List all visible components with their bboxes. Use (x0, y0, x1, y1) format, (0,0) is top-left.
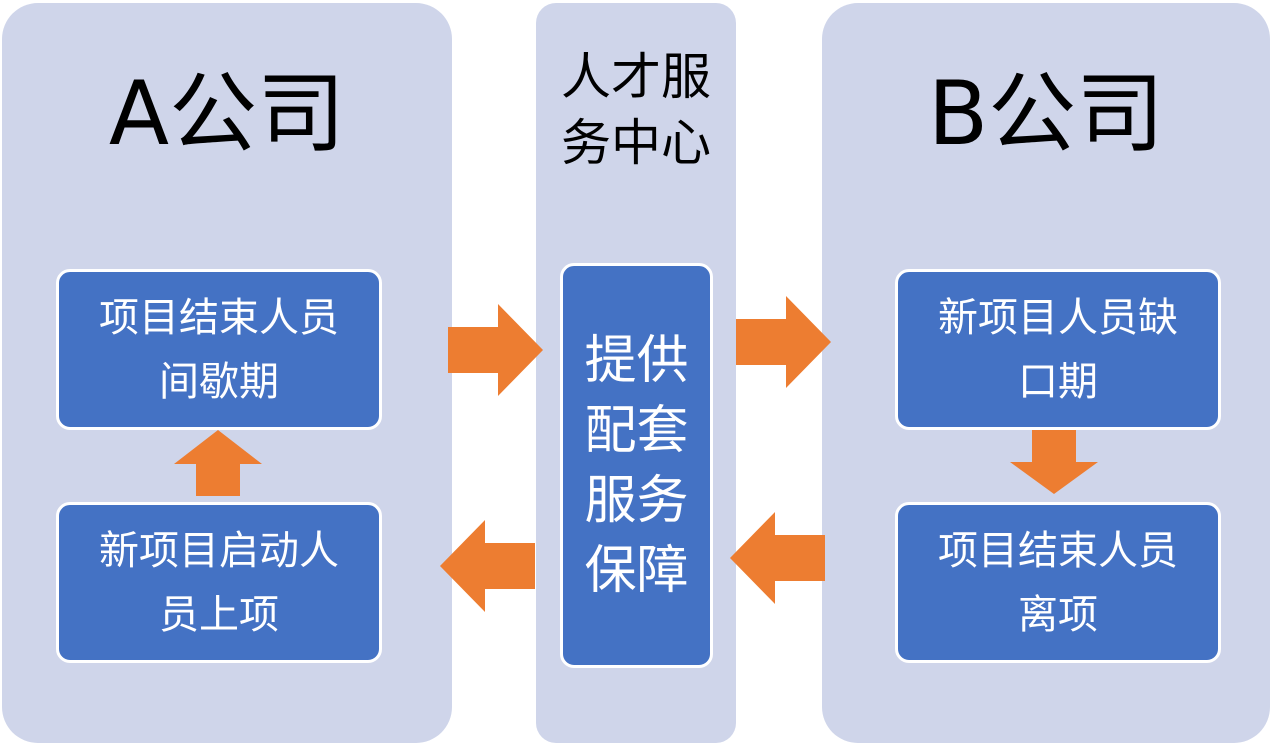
company-b-title: B公司 (927, 62, 1165, 165)
box-text-line: 保障 (584, 540, 689, 601)
box-text-line: 提供 (584, 330, 689, 391)
center-title-line-1: 人才服 (561, 48, 711, 106)
arrow-right-icon (736, 296, 831, 388)
box-text-line: 项目结束人员 (99, 294, 339, 341)
box-text-line: 间歇期 (159, 358, 279, 405)
arrow-down-icon (1010, 430, 1098, 494)
company-a-new-project-start-box: 新项目启动人 员上项 (56, 502, 382, 663)
arrow-up-icon (174, 430, 262, 496)
company-b-project-end-leave-box: 项目结束人员 离项 (895, 502, 1221, 663)
box-text-line: 离项 (1018, 591, 1098, 638)
company-b-staff-gap-box: 新项目人员缺 口期 (895, 269, 1221, 430)
center-service-box: 提供 配套 服务 保障 (560, 263, 713, 668)
company-a-project-end-idle-box: 项目结束人员 间歇期 (56, 269, 382, 430)
box-text-line: 新项目启动人 (99, 527, 339, 574)
center-title-line-2: 务中心 (561, 114, 711, 172)
box-text-line: 口期 (1018, 358, 1098, 405)
box-text-line: 项目结束人员 (938, 527, 1178, 574)
arrow-left-icon (730, 512, 825, 604)
box-text-line: 配套 (584, 400, 689, 461)
arrow-left-icon (440, 520, 535, 612)
box-text-line: 员上项 (159, 591, 279, 638)
arrow-right-icon (448, 304, 543, 396)
box-text-line: 服务 (584, 470, 689, 531)
company-a-title: A公司 (108, 62, 346, 165)
box-text-line: 新项目人员缺 (938, 294, 1178, 341)
